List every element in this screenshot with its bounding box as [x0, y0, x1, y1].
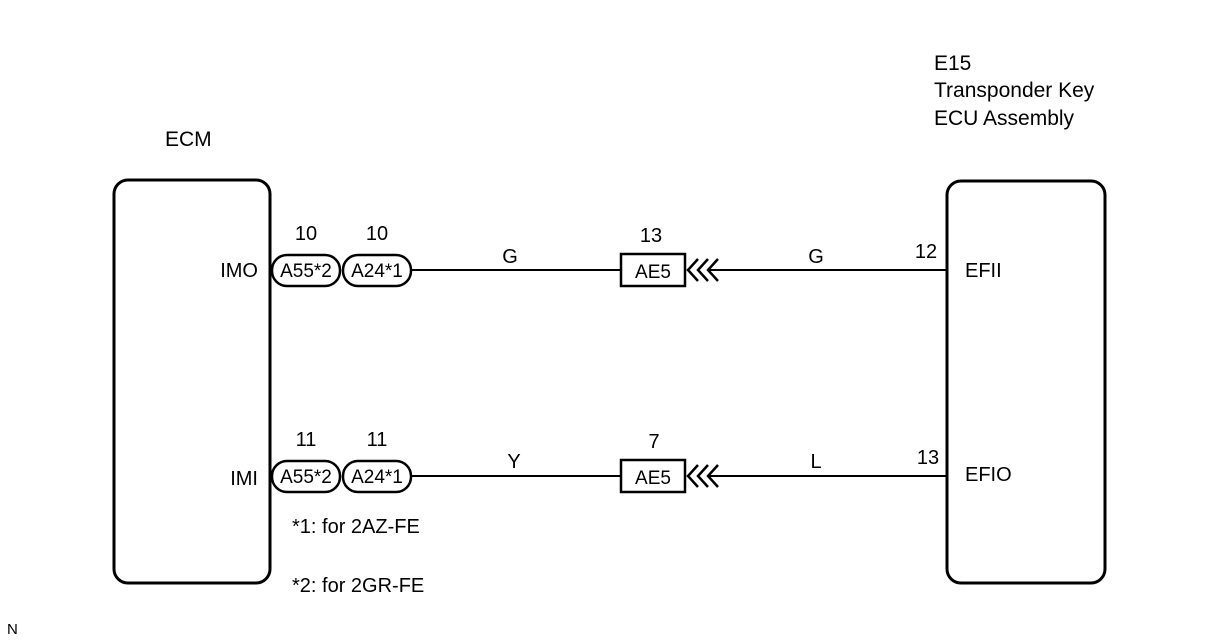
ecu-pin-number: 12 [915, 241, 937, 263]
ecm-box [112, 178, 272, 585]
ecm-label: ECM [165, 128, 212, 151]
ecu-pin-efii: EFII [965, 260, 1002, 282]
junction-code: AE5 [635, 468, 671, 489]
connector-arrow-icon [686, 258, 699, 282]
footnote: *1: for 2AZ-FE [292, 516, 420, 538]
junction-connector-ae5 [619, 458, 687, 494]
ecu-box [945, 179, 1107, 585]
connector-pin-number: 11 [367, 429, 388, 451]
connector-code: A24*1 [351, 467, 403, 488]
connector-arrow-icon [696, 258, 709, 282]
connector-code: A55*2 [280, 467, 332, 488]
ecm-pin-imi: IMI [230, 468, 258, 490]
connector-arrow-icon [696, 464, 709, 488]
ecu-pin-number: 13 [917, 447, 939, 469]
wire-color-label: G [808, 246, 824, 268]
connector-arrow-icon [686, 464, 699, 488]
connector-code: A55*2 [280, 261, 332, 282]
connector-a55 [270, 253, 342, 288]
junction-connector-ae5 [619, 252, 687, 288]
ecm-pin-imo: IMO [220, 260, 258, 282]
connector-a55 [270, 459, 342, 494]
wire-color-label: L [810, 451, 821, 473]
wire-color-label: Y [507, 451, 520, 473]
junction-pin-number: 13 [640, 225, 662, 247]
ecu-name-line2: ECU Assembly [934, 107, 1075, 130]
wire-color-label: G [502, 246, 518, 268]
connector-pin-number: 10 [366, 223, 388, 245]
connector-pin-number: 11 [296, 429, 317, 451]
footnote: *2: for 2GR-FE [292, 575, 424, 597]
ecu-pin-efio: EFIO [965, 464, 1012, 486]
junction-pin-number: 7 [648, 431, 659, 453]
corner-mark: N [7, 621, 18, 638]
junction-code: AE5 [635, 262, 671, 283]
connector-code: A24*1 [351, 261, 403, 282]
connector-pin-number: 10 [295, 223, 317, 245]
ecu-code: E15 [934, 52, 971, 75]
ecu-name-line1: Transponder Key [934, 79, 1095, 102]
